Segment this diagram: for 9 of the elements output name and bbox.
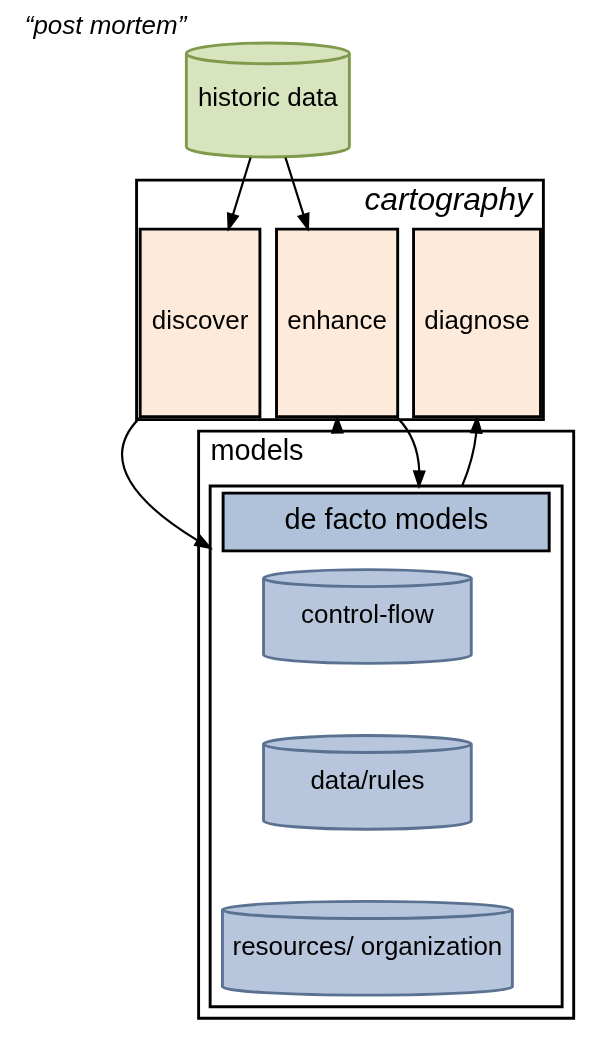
arrow [461, 414, 483, 487]
node-box: enhance [275, 227, 400, 419]
node-box: diagnose [412, 227, 542, 419]
node-box: discover [138, 227, 262, 419]
arrow [284, 157, 310, 232]
arrow [226, 157, 252, 232]
node-label: “post mortem” [24, 9, 187, 40]
arrow [121, 417, 213, 550]
arrow [396, 417, 426, 490]
